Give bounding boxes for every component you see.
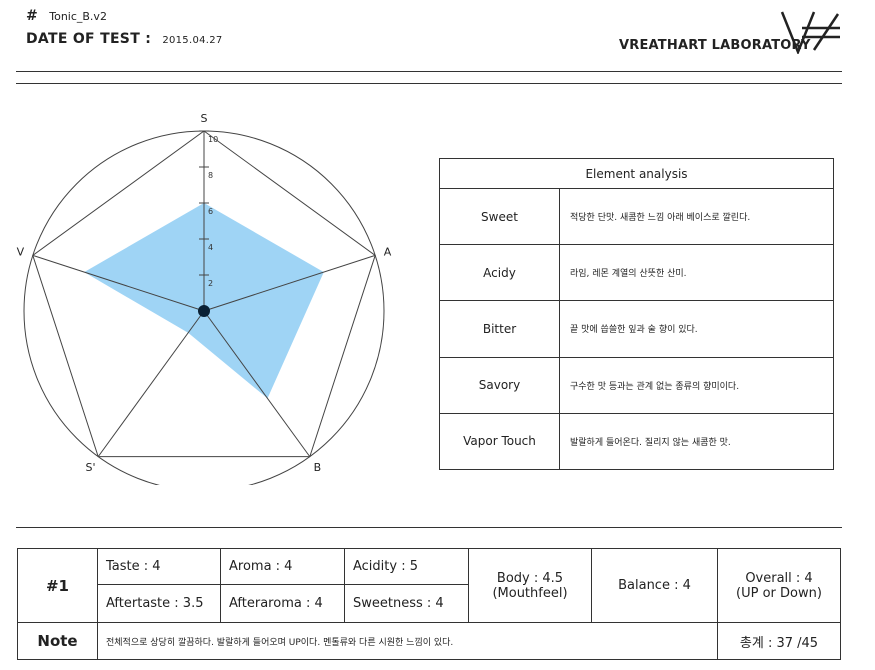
acidity-score: Acidity : 5 <box>344 548 469 585</box>
balance-score: Balance : 4 <box>591 548 718 623</box>
radar-spoke <box>203 254 376 312</box>
element-description: 구수한 맛 등과는 관계 없는 종류의 향미이다. <box>559 356 834 414</box>
radar-tick-label: 6 <box>208 207 213 216</box>
overall-score: Overall : 4 (UP or Down) <box>717 548 841 623</box>
sweetness-score: Sweetness : 4 <box>344 584 469 623</box>
radar-tick-label: 8 <box>208 171 213 180</box>
afteraroma-score: Afteraroma : 4 <box>220 584 345 623</box>
radar-tick-label: 10 <box>208 135 218 144</box>
body-score: Body : 4.5 (Mouthfeel) <box>468 548 592 623</box>
element-name: Bitter <box>439 300 560 358</box>
taste-score: Taste : 4 <box>97 548 221 585</box>
body-score-line1: Body : 4.5 <box>496 570 564 586</box>
element-name: Acidy <box>439 244 560 302</box>
radar-spoke <box>32 254 205 312</box>
sample-id: #1 <box>17 548 98 623</box>
table-row: Acidy 라임, 레몬 계열의 산뜻한 산미. <box>439 244 834 302</box>
section-divider <box>16 527 842 528</box>
table-row: Bitter 끝 맛에 씁쓸한 잎과 술 향이 있다. <box>439 300 834 358</box>
header-divider-top <box>16 71 842 72</box>
aftertaste-score: Aftertaste : 3.5 <box>97 584 221 623</box>
hash-icon: # <box>26 8 38 24</box>
radar-tick-label: 4 <box>208 243 213 252</box>
element-name: Savory <box>439 356 560 414</box>
tasting-summary-table: #1 Taste : 4 Aroma : 4 Acidity : 5 Body … <box>17 548 841 660</box>
radar-pentagon <box>32 130 376 458</box>
radar-axis-label: S <box>201 112 208 125</box>
radar-tick-label: 2 <box>208 279 213 288</box>
element-analysis-title: Element analysis <box>439 158 834 189</box>
element-description: 라임, 레몬 계열의 산뜻한 산미. <box>559 244 834 302</box>
header-divider-bottom <box>16 83 842 84</box>
radar-axis-label: A <box>384 245 392 258</box>
radar-spoke <box>203 310 311 457</box>
aroma-score: Aroma : 4 <box>220 548 345 585</box>
file-name-text: Tonic_B.v2 <box>49 10 107 23</box>
date-value: 2015.04.27 <box>162 35 223 46</box>
element-description: 적당한 단맛. 새콤한 느낌 아래 베이스로 깔린다. <box>559 187 834 246</box>
element-description: 발랄하게 들어온다. 질리지 않는 새콤한 맛. <box>559 412 834 471</box>
table-row: Savory 구수한 맛 등과는 관계 없는 종류의 향미이다. <box>439 356 834 414</box>
file-name: # Tonic_B.v2 <box>26 8 107 24</box>
element-name: Vapor Touch <box>439 412 560 471</box>
overall-score-line1: Overall : 4 <box>745 570 813 586</box>
total-score: 총계 : 37 /45 <box>717 622 841 660</box>
element-name: Sweet <box>439 187 560 246</box>
test-date: DATE OF TEST : 2015.04.27 <box>26 31 223 47</box>
element-description: 끝 맛에 씁쓸한 잎과 술 향이 있다. <box>559 300 834 358</box>
radar-axis-label: V <box>17 245 25 258</box>
body-score-line2: (Mouthfeel) <box>492 585 568 601</box>
radar-center-dot <box>198 305 210 317</box>
element-analysis-table: Element analysis Sweet 적당한 단맛. 새콤한 느낌 아래… <box>439 158 834 471</box>
note-label: Note <box>17 622 98 660</box>
table-row: Vapor Touch 발랄하게 들어온다. 질리지 않는 새콤한 맛. <box>439 412 834 471</box>
radar-axis-label: S' <box>86 461 96 474</box>
lab-name: VREATHART LABORATORY <box>619 38 811 53</box>
radar-spoke <box>97 310 205 457</box>
lab-logo-icon <box>780 11 840 54</box>
overall-score-line2: (UP or Down) <box>736 585 822 601</box>
note-text: 전체적으로 상당히 깔끔하다. 발랄하게 들어오며 UP이다. 멘톨류와 다른 … <box>97 622 718 660</box>
radar-chart: 2 4 6 8 10 S A B S' V <box>17 112 392 485</box>
table-row: Sweet 적당한 단맛. 새콤한 느낌 아래 베이스로 깔린다. <box>439 187 834 246</box>
date-label: DATE OF TEST : <box>26 31 152 47</box>
radar-axis-label: B <box>314 461 322 474</box>
